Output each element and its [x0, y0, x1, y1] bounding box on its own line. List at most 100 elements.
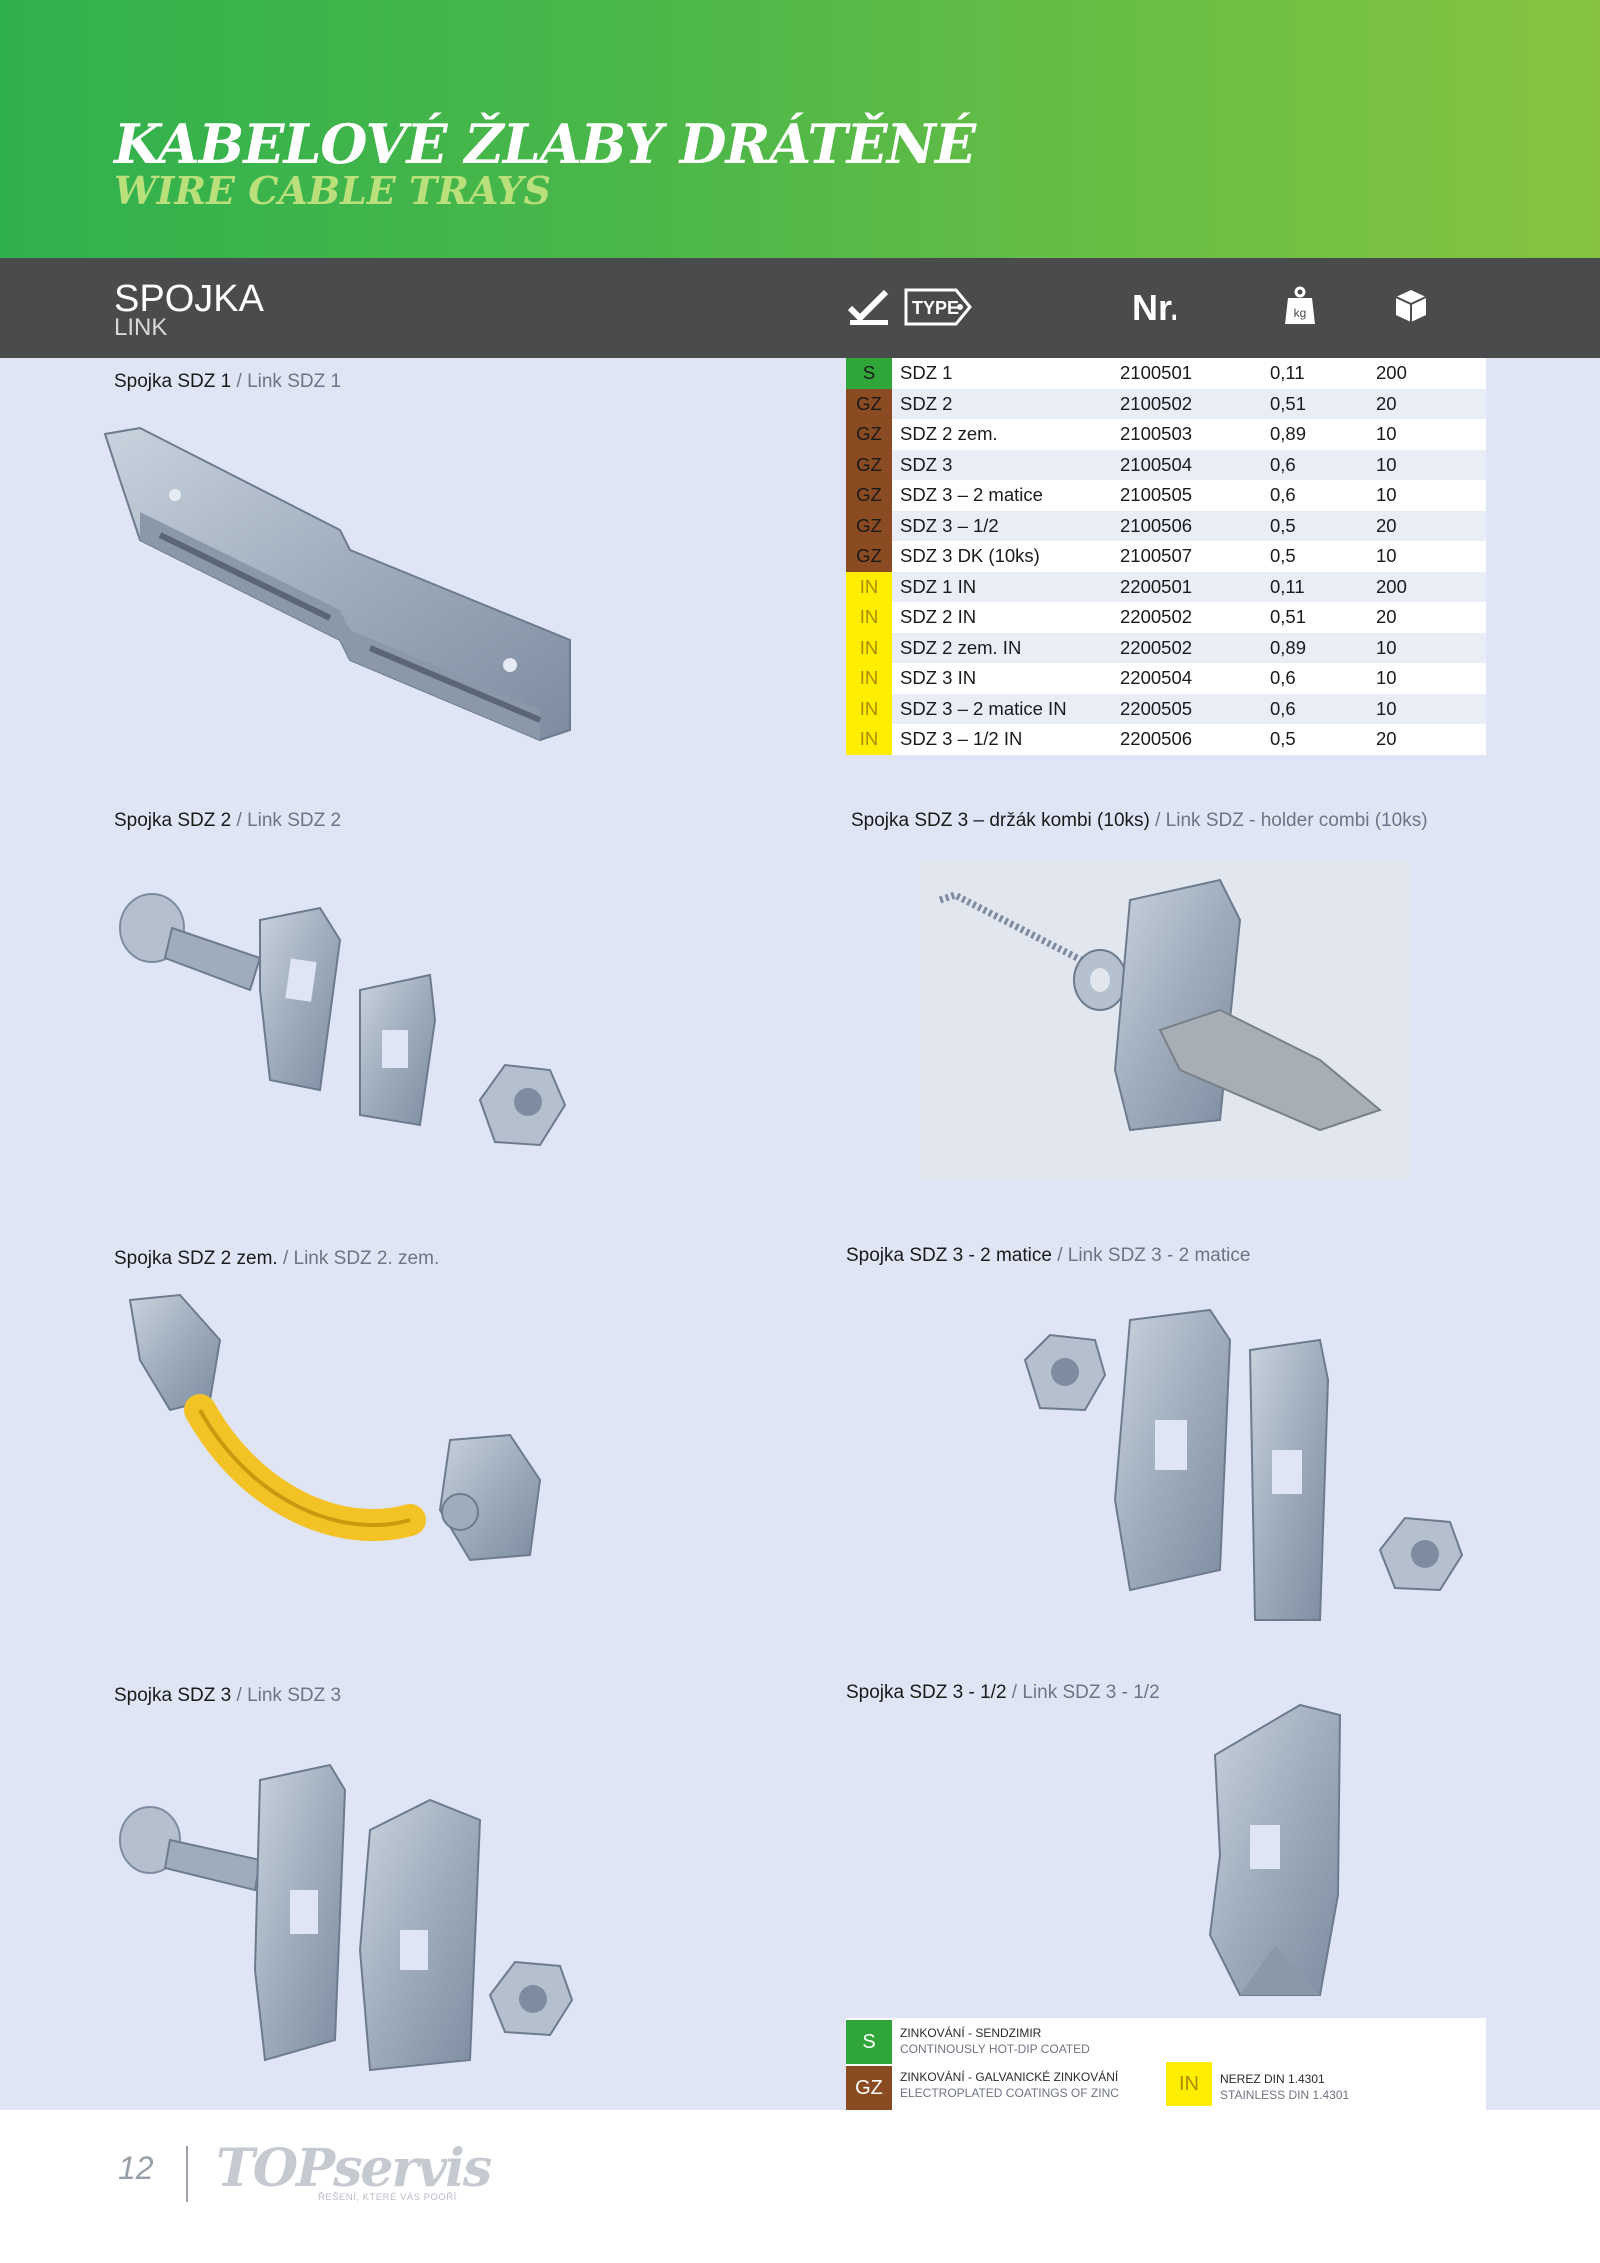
qty-cell: 200 [1368, 571, 1486, 602]
caption-sdz3-2matice: Spojka SDZ 3 - 2 matice / Link SDZ 3 - 2… [846, 1245, 1250, 1267]
footer-divider [186, 2146, 188, 2202]
nr-cell: 2100503 [1112, 419, 1262, 450]
page-subtitle: WIRE CABLE TRAYS [114, 168, 551, 213]
weight-cell: 0,5 [1262, 541, 1368, 572]
company-logo: TOPservis [216, 2138, 492, 2199]
type-cell: SDZ 3 – 1/2 [892, 510, 1112, 541]
legend-gz-code: GZ [846, 2066, 892, 2110]
sdz3-half-image [1208, 1703, 1342, 1996]
qty-cell: 10 [1368, 663, 1486, 694]
nr-cell: 2100507 [1112, 541, 1262, 572]
nr-label: Nr. [1132, 287, 1176, 326]
caption-cz: Spojka SDZ 3 - 2 matice [846, 1245, 1052, 1266]
caption-sdz3-holder: Spojka SDZ 3 – držák kombi (10ks) / Link… [851, 810, 1428, 832]
nr-cell: 2200504 [1112, 663, 1262, 694]
nr-cell: 2200502 [1112, 602, 1262, 633]
sdz1-image [103, 426, 571, 742]
section-bar: SPOJKA LINK TYPE Nr. kg [0, 258, 1600, 358]
sdz3-image [119, 1763, 574, 2072]
qty-cell: 10 [1368, 480, 1486, 511]
type-cell: SDZ 2 zem. IN [892, 632, 1112, 663]
header-banner: KABELOVÉ ŽLABY DRÁTĚNÉ WIRE CABLE TRAYS [0, 0, 1600, 258]
legend-in-line1: NEREZ DIN 1.4301 [1220, 2072, 1325, 2086]
qty-cell: 20 [1368, 724, 1486, 755]
type-cell: SDZ 2 zem. [892, 419, 1112, 450]
nr-cell: 2200506 [1112, 724, 1262, 755]
qty-cell: 10 [1368, 541, 1486, 572]
legend-gz-line2: ELECTROPLATED COATINGS OF ZINC [900, 2086, 1119, 2100]
caption-sdz3: Spojka SDZ 3 / Link SDZ 3 [114, 1685, 341, 1707]
type-cell: SDZ 3 [892, 449, 1112, 480]
legend-s-line1: ZINKOVÁNÍ - SENDZIMIR [900, 2026, 1042, 2040]
weight-cell: 0,5 [1262, 724, 1368, 755]
section-title: SPOJKA [114, 278, 264, 320]
coating-code: GZ [846, 388, 892, 419]
qty-cell: 10 [1368, 419, 1486, 450]
kg-label: kg [1294, 306, 1307, 320]
weight-cell: 0,6 [1262, 480, 1368, 511]
type-cell: SDZ 2 IN [892, 602, 1112, 633]
type-cell: SDZ 3 IN [892, 663, 1112, 694]
legend-s-line2: CONTINOUSLY HOT-DIP COATED [900, 2042, 1090, 2056]
qty-cell: 200 [1368, 358, 1486, 389]
coating-code: S [846, 358, 892, 389]
caption-en: / Link SDZ 2. zem. [277, 1248, 440, 1269]
caption-cz: Spojka SDZ 3 [114, 1685, 232, 1706]
qty-cell: 10 [1368, 449, 1486, 480]
page-title: KABELOVÉ ŽLABY DRÁTĚNÉ [114, 112, 976, 176]
caption-cz: Spojka SDZ 3 – držák kombi (10ks) [851, 810, 1150, 831]
nr-cell: 2100501 [1112, 358, 1262, 389]
coating-code: IN [846, 724, 892, 755]
nr-cell: 2100506 [1112, 510, 1262, 541]
qty-cell: 20 [1368, 388, 1486, 419]
weight-cell: 0,6 [1262, 693, 1368, 724]
weight-cell: 0,11 [1262, 358, 1368, 389]
nr-cell: 2200502 [1112, 632, 1262, 663]
type-cell: SDZ 3 – 2 matice [892, 480, 1112, 511]
sdz3-2matice-image [1023, 1308, 1464, 1621]
caption-en: / Link SDZ 2 [231, 810, 342, 831]
sdz2-zem-image [128, 1293, 542, 1562]
legend-gz-line1: ZINKOVÁNÍ - GALVANICKÉ ZINKOVÁNÍ [900, 2070, 1119, 2084]
type-cell: SDZ 1 [892, 358, 1112, 389]
coating-code: GZ [846, 510, 892, 541]
weight-cell: 0,11 [1262, 571, 1368, 602]
coating-code: IN [846, 602, 892, 633]
type-cell: SDZ 2 [892, 388, 1112, 419]
legend: S ZINKOVÁNÍ - SENDZIMIR CONTINOUSLY HOT-… [846, 2018, 1486, 2110]
caption-cz: Spojka SDZ 2 zem. [114, 1248, 278, 1269]
coating-code: IN [846, 632, 892, 663]
nr-cell: 2100505 [1112, 480, 1262, 511]
coating-code: GZ [846, 541, 892, 572]
caption-en: / Link SDZ 3 [231, 1685, 342, 1706]
page-number: 12 [118, 2150, 154, 2186]
nr-cell: 2200501 [1112, 571, 1262, 602]
type-label: TYPE [912, 298, 959, 318]
caption-en: / Link SDZ 1 [231, 371, 342, 392]
caption-sdz3-half: Spojka SDZ 3 - 1/2 / Link SDZ 3 - 1/2 [846, 1682, 1160, 1704]
weight-cell: 0,51 [1262, 602, 1368, 633]
caption-en: / Link SDZ - holder combi (10ks) [1149, 810, 1428, 831]
footer [0, 2110, 1600, 2263]
sdz3-holder-image [920, 860, 1410, 1180]
caption-en: / Link SDZ 3 - 1/2 [1011, 1682, 1160, 1703]
legend-in-code: IN [1166, 2062, 1212, 2106]
caption-sdz1: Spojka SDZ 1 / Link SDZ 1 [114, 371, 341, 393]
type-tag-icon: TYPE [904, 288, 972, 326]
sdz2-image [119, 893, 567, 1147]
nr-cell: 2100502 [1112, 388, 1262, 419]
nr-cell: 2100504 [1112, 449, 1262, 480]
weight-cell: 0,6 [1262, 449, 1368, 480]
company-tagline: ŘEŠENÍ, KTERÉ VÁS POOŘÍ [318, 2192, 457, 2203]
nr-cell: 2200505 [1112, 693, 1262, 724]
coating-code: GZ [846, 419, 892, 450]
